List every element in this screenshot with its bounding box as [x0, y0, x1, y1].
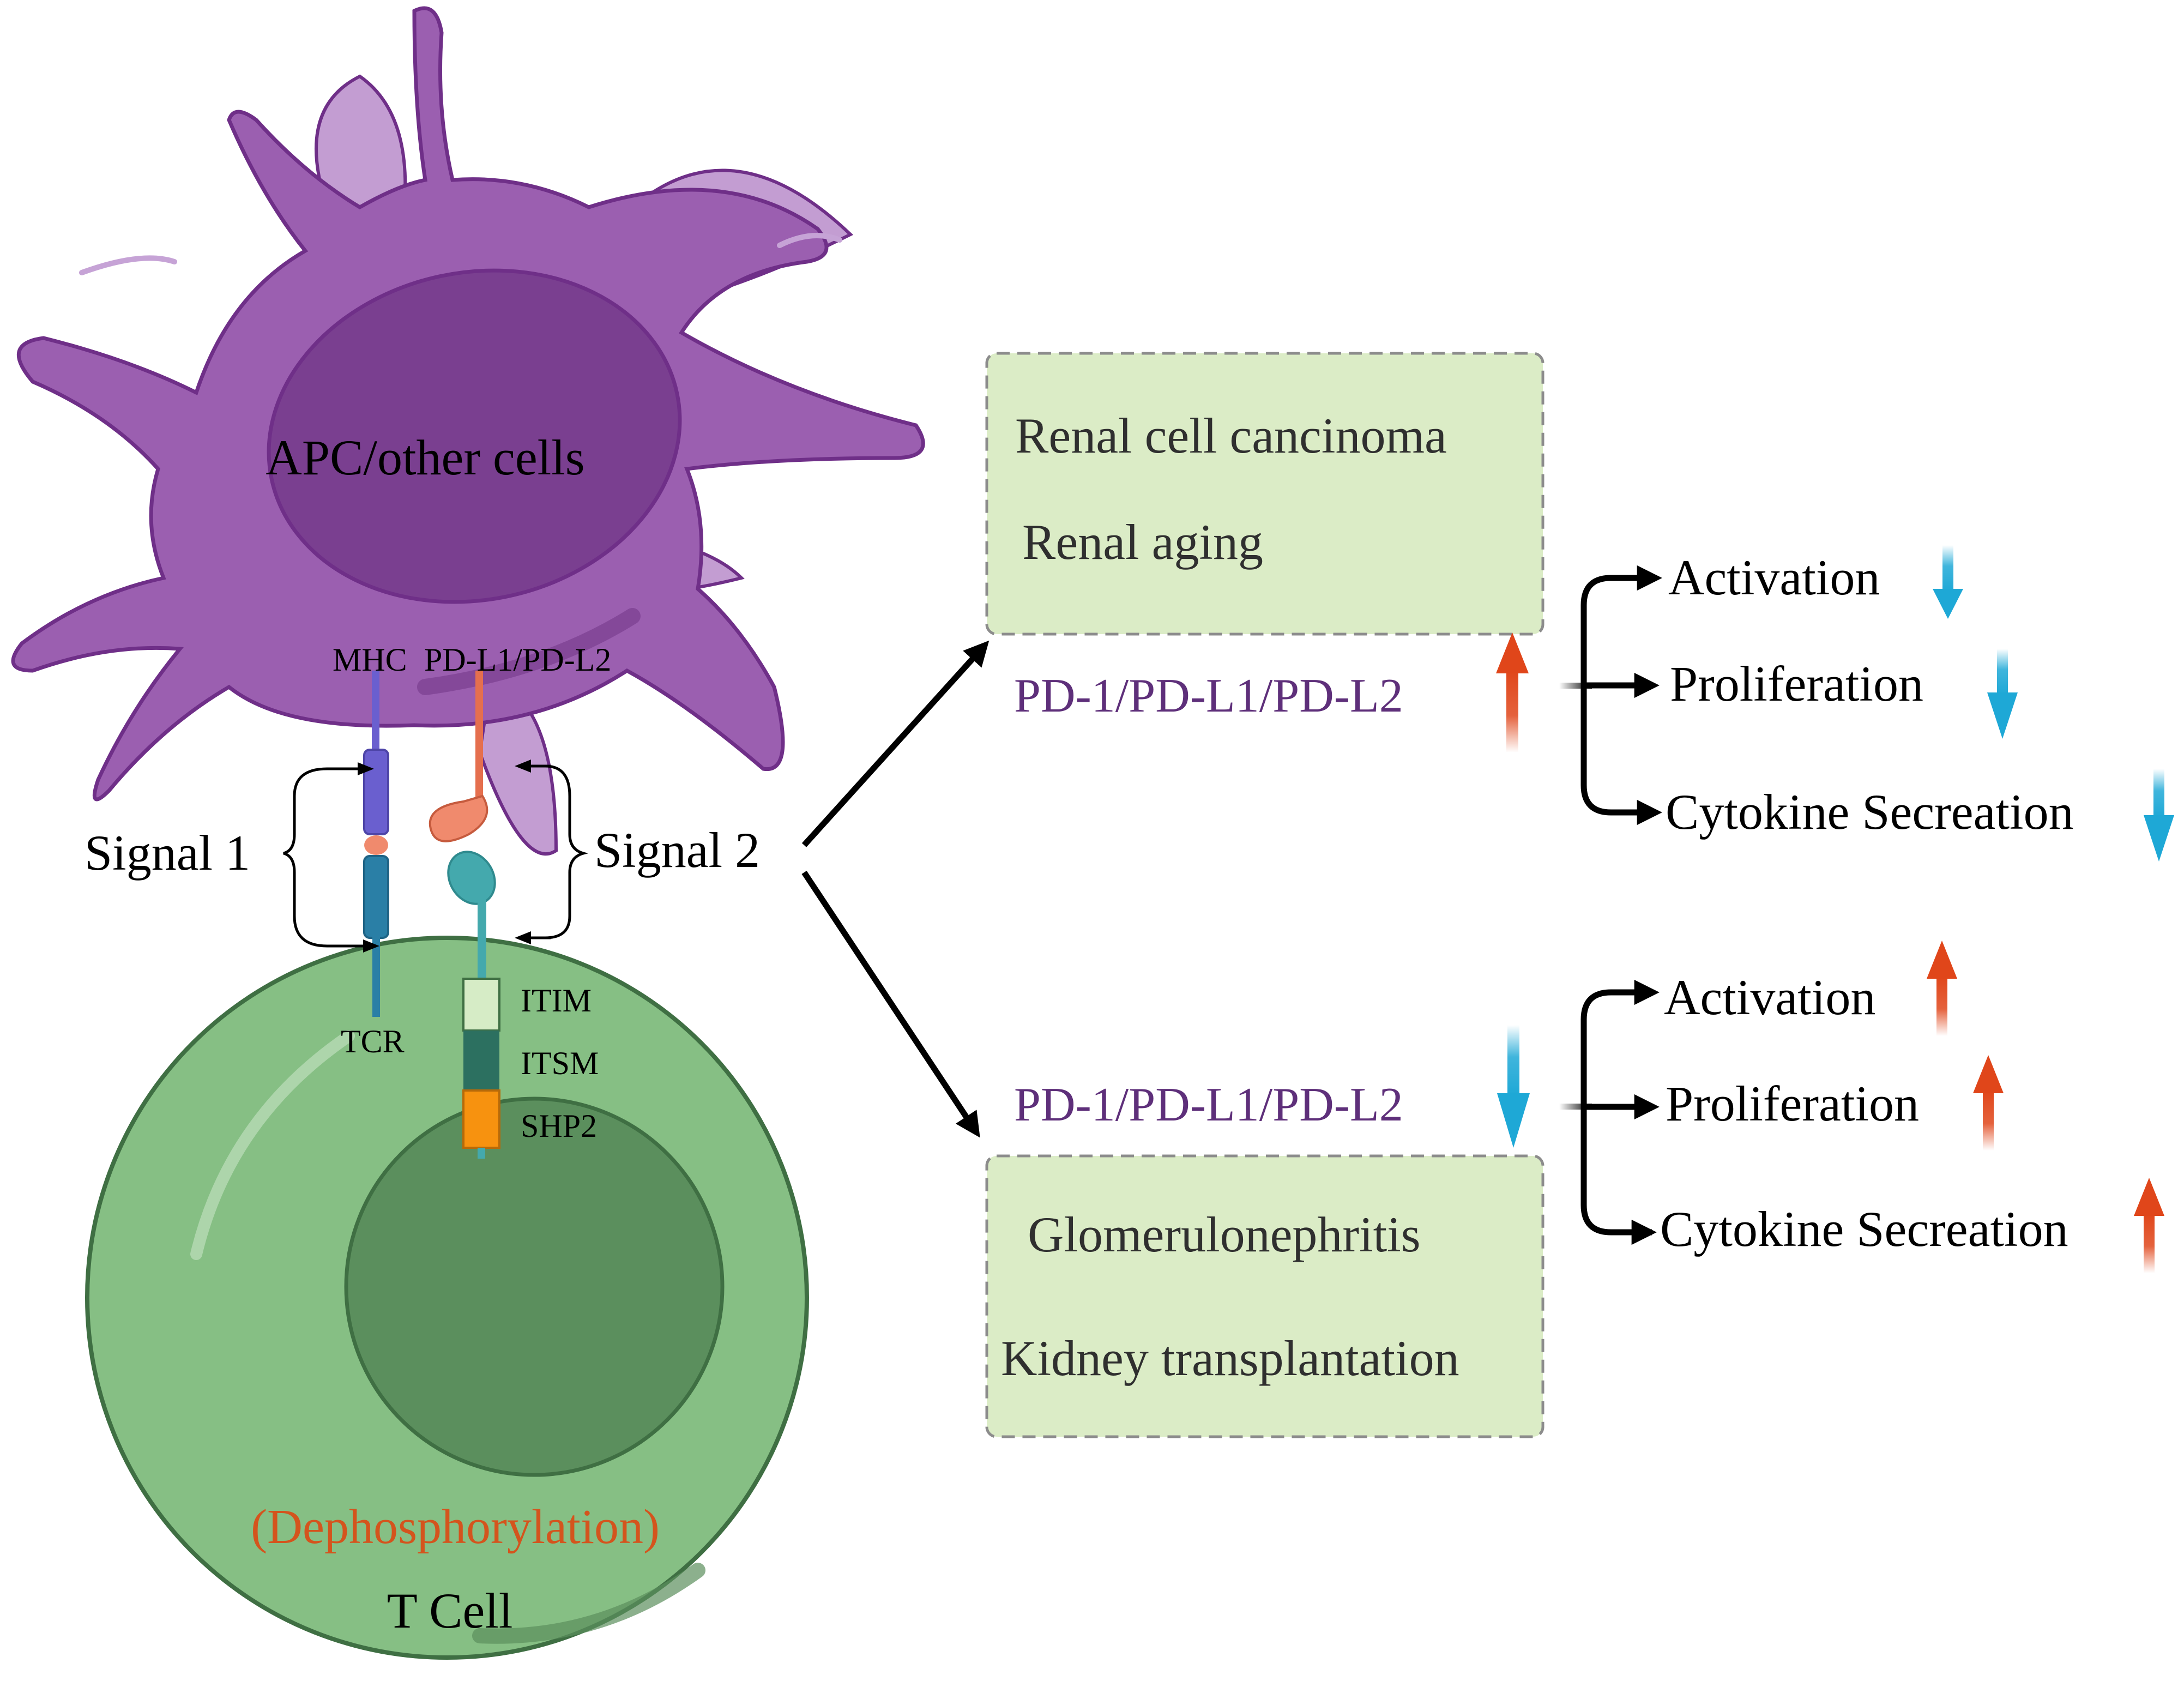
mhc-tcr-complex	[363, 671, 389, 1017]
lower-pd-down-arrow	[1497, 1025, 1530, 1148]
t-cell-label: T Cell	[387, 1583, 513, 1638]
tcr-label: TCR	[341, 1023, 405, 1059]
upper-outcome-cytokine: Cytokine Secreation	[1666, 784, 2074, 840]
pd-ligand-molecule	[429, 794, 488, 842]
lower-disease-2: Kidney transplantation	[1001, 1330, 1459, 1386]
signal1-bracket	[283, 762, 379, 953]
upper-activation-down-arrow	[1933, 545, 1963, 619]
lower-activation-up-arrow	[1927, 941, 1957, 1036]
apc-nucleus	[267, 268, 682, 604]
mhc-label: MHC	[333, 642, 407, 678]
upper-branch-connector	[1559, 565, 1662, 826]
shp2-domain	[462, 1089, 500, 1149]
arrow-to-upper-pathway	[801, 640, 990, 847]
signal1-label: Signal 1	[85, 825, 250, 881]
arrow-to-lower-pathway	[801, 870, 980, 1138]
apc-label: APC/other cells	[266, 430, 584, 485]
upper-disease-box	[985, 352, 1545, 636]
tcr-molecule	[363, 855, 389, 939]
lower-proliferation-up-arrow	[1973, 1055, 2004, 1150]
t-cell-nucleus	[344, 1096, 725, 1477]
lower-pd-label: PD-1/PD-L1/PD-L2	[1014, 1079, 1403, 1131]
itim-label: ITIM	[521, 983, 592, 1019]
pd1-pdl-complex	[429, 671, 500, 1159]
shp2-label: SHP2	[521, 1108, 597, 1144]
upper-disease-1: Renal cell cancinoma	[1015, 408, 1447, 463]
lower-branch-connector	[1559, 979, 1660, 1245]
upper-outcome-activation: Activation	[1668, 550, 1880, 605]
upper-cytokine-down-arrow	[2144, 769, 2174, 861]
upper-disease-2: Renal aging	[1022, 514, 1263, 570]
apc-cell: APC/other cells	[11, 6, 925, 856]
mhc-molecule	[363, 749, 389, 835]
lower-disease-1: Glomerulonephritis	[1028, 1207, 1421, 1262]
lower-outcome-proliferation: Proliferation	[1666, 1076, 1919, 1131]
itsm-label: ITSM	[521, 1045, 599, 1081]
upper-pd-label: PD-1/PD-L1/PD-L2	[1014, 670, 1403, 722]
lower-outcome-cytokine: Cytokine Secreation	[1660, 1201, 2068, 1257]
dephosphorylation-label: (Dephosphorylation)	[251, 1500, 660, 1554]
signal2-label: Signal 2	[594, 822, 760, 878]
itim-domain	[462, 978, 500, 1032]
upper-proliferation-down-arrow	[1987, 649, 2018, 739]
pd1-head	[447, 851, 496, 905]
t-cell: (Dephosphorylation) T Cell	[85, 936, 809, 1660]
itsm-domain	[463, 1031, 499, 1090]
lower-cytokine-up-arrow	[2134, 1178, 2164, 1273]
upper-pd-up-arrow	[1496, 632, 1529, 752]
lower-outcome-activation: Activation	[1664, 969, 1875, 1025]
signal2-bracket	[515, 760, 589, 944]
pd-ligand-label: PD-L1/PD-L2	[424, 642, 611, 678]
lower-disease-box	[985, 1154, 1545, 1438]
upper-outcome-proliferation: Proliferation	[1670, 656, 1923, 712]
